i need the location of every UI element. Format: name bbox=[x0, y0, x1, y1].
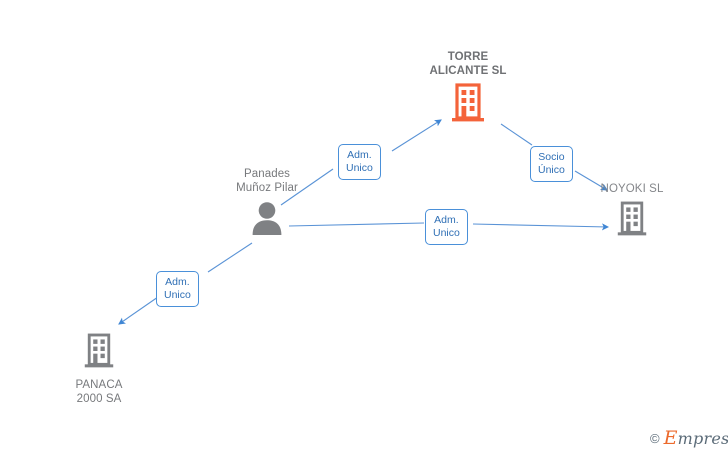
edge-label-pilar-noyoki[interactable]: Adm. Unico bbox=[425, 209, 468, 245]
node-label-panades-munoz-pilar: Panades Muñoz Pilar bbox=[236, 168, 298, 194]
edge-label-pilar-torre[interactable]: Adm. Unico bbox=[338, 144, 381, 180]
node-torre-alicante[interactable]: TORRE ALICANTE SL bbox=[393, 50, 543, 128]
building-icon bbox=[616, 201, 648, 242]
edge-label-pilar-panaca[interactable]: Adm. Unico bbox=[156, 271, 199, 307]
node-panaca-2000[interactable]: PANACA 2000 SA bbox=[24, 333, 174, 406]
building-icon bbox=[83, 333, 115, 374]
node-label-noyoki: NOYOKI SL bbox=[600, 183, 664, 195]
brand-initial: E bbox=[663, 427, 678, 449]
copyright-icon: © bbox=[650, 430, 660, 446]
brand-wordmark: Empresia bbox=[664, 427, 728, 449]
brand-rest: mpresia bbox=[677, 429, 728, 448]
edge-label-torre-noyoki[interactable]: Socio Único bbox=[530, 146, 573, 182]
node-label-panaca-2000: PANACA 2000 SA bbox=[75, 379, 123, 405]
empresia-watermark: © Empresia bbox=[650, 427, 728, 449]
node-noyoki[interactable]: NOYOKI SL bbox=[557, 182, 707, 242]
building-icon bbox=[450, 83, 486, 128]
node-panades-munoz-pilar[interactable]: Panades Muñoz Pilar bbox=[192, 167, 342, 241]
person-icon bbox=[250, 200, 284, 241]
node-label-torre-alicante: TORRE ALICANTE SL bbox=[429, 51, 507, 77]
